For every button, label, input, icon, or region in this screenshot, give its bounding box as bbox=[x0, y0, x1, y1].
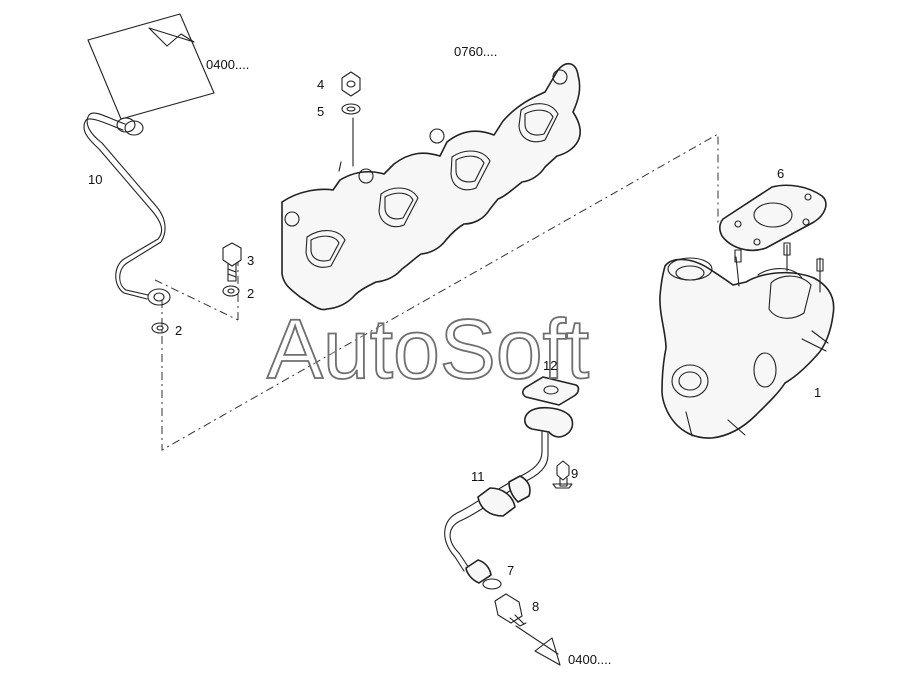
callout-12: 12 bbox=[543, 358, 557, 373]
callout-3: 3 bbox=[247, 253, 254, 268]
callout-6: 6 bbox=[777, 166, 784, 181]
bolt-3 bbox=[222, 242, 242, 282]
oil-return-pipe-11 bbox=[444, 406, 574, 590]
turbocharger-assembly bbox=[659, 242, 835, 439]
callout-11: 11 bbox=[471, 469, 485, 484]
reference-arrow-bottom bbox=[515, 625, 561, 666]
callout-4: 4 bbox=[317, 77, 324, 92]
reference-manifold-text: 0760.... bbox=[454, 44, 497, 59]
callout-5: 5 bbox=[317, 104, 324, 119]
callout-10: 10 bbox=[88, 172, 102, 187]
watermark-text: AutoSoft bbox=[267, 302, 589, 396]
callout-2a: 2 bbox=[247, 286, 254, 301]
union-bolt-8 bbox=[494, 593, 527, 627]
callout-2b: 2 bbox=[175, 323, 182, 338]
reference-bottom-text: 0400.... bbox=[568, 652, 611, 667]
bolt-9 bbox=[552, 460, 573, 489]
callout-7: 7 bbox=[507, 563, 514, 578]
callout-9: 9 bbox=[571, 466, 578, 481]
oil-feed-pipe-10 bbox=[83, 112, 171, 306]
washers-2 bbox=[151, 285, 240, 334]
dashed-assembly-lines bbox=[154, 133, 719, 451]
exhaust-manifold bbox=[281, 62, 581, 311]
gasket-6 bbox=[719, 184, 827, 252]
nut-and-washer-4-5 bbox=[341, 71, 361, 115]
callout-8: 8 bbox=[532, 599, 539, 614]
reference-top-text: 0400.... bbox=[206, 57, 249, 72]
reference-arrow-top bbox=[87, 13, 215, 120]
callout-1: 1 bbox=[814, 385, 821, 400]
gasket-12 bbox=[522, 376, 580, 406]
